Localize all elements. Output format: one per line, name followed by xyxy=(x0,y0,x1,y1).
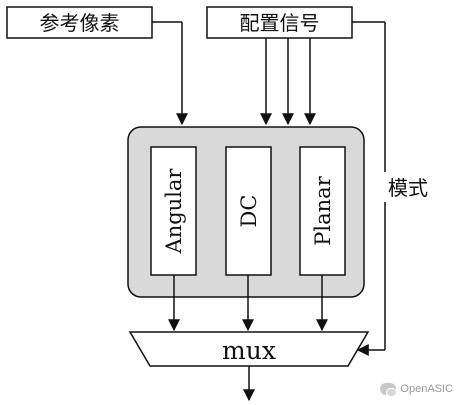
config-signal-box: 配置信号 xyxy=(206,6,353,39)
ref-arrow xyxy=(152,21,188,126)
block-label-planar: Planar xyxy=(311,175,335,245)
mux-block: mux xyxy=(128,331,370,367)
wechat-icon xyxy=(380,383,398,397)
block-angular: Angular xyxy=(150,146,197,276)
ref-pixels-label: 参考像素 xyxy=(40,11,120,35)
mode-label: 模式 xyxy=(388,176,428,200)
block-planar: Planar xyxy=(299,146,346,276)
ref-pixels-box: 参考像素 xyxy=(6,6,153,39)
config-signal-label: 配置信号 xyxy=(240,11,320,35)
block-label-dc: DC xyxy=(237,195,261,228)
mode-label-group: 模式 xyxy=(384,172,428,202)
watermark: OpenASIC xyxy=(380,383,453,397)
block-label-angular: Angular xyxy=(162,168,186,255)
block-dc: DC xyxy=(225,146,272,276)
watermark-text: OpenASIC xyxy=(400,383,453,395)
mux-label: mux xyxy=(222,336,276,365)
